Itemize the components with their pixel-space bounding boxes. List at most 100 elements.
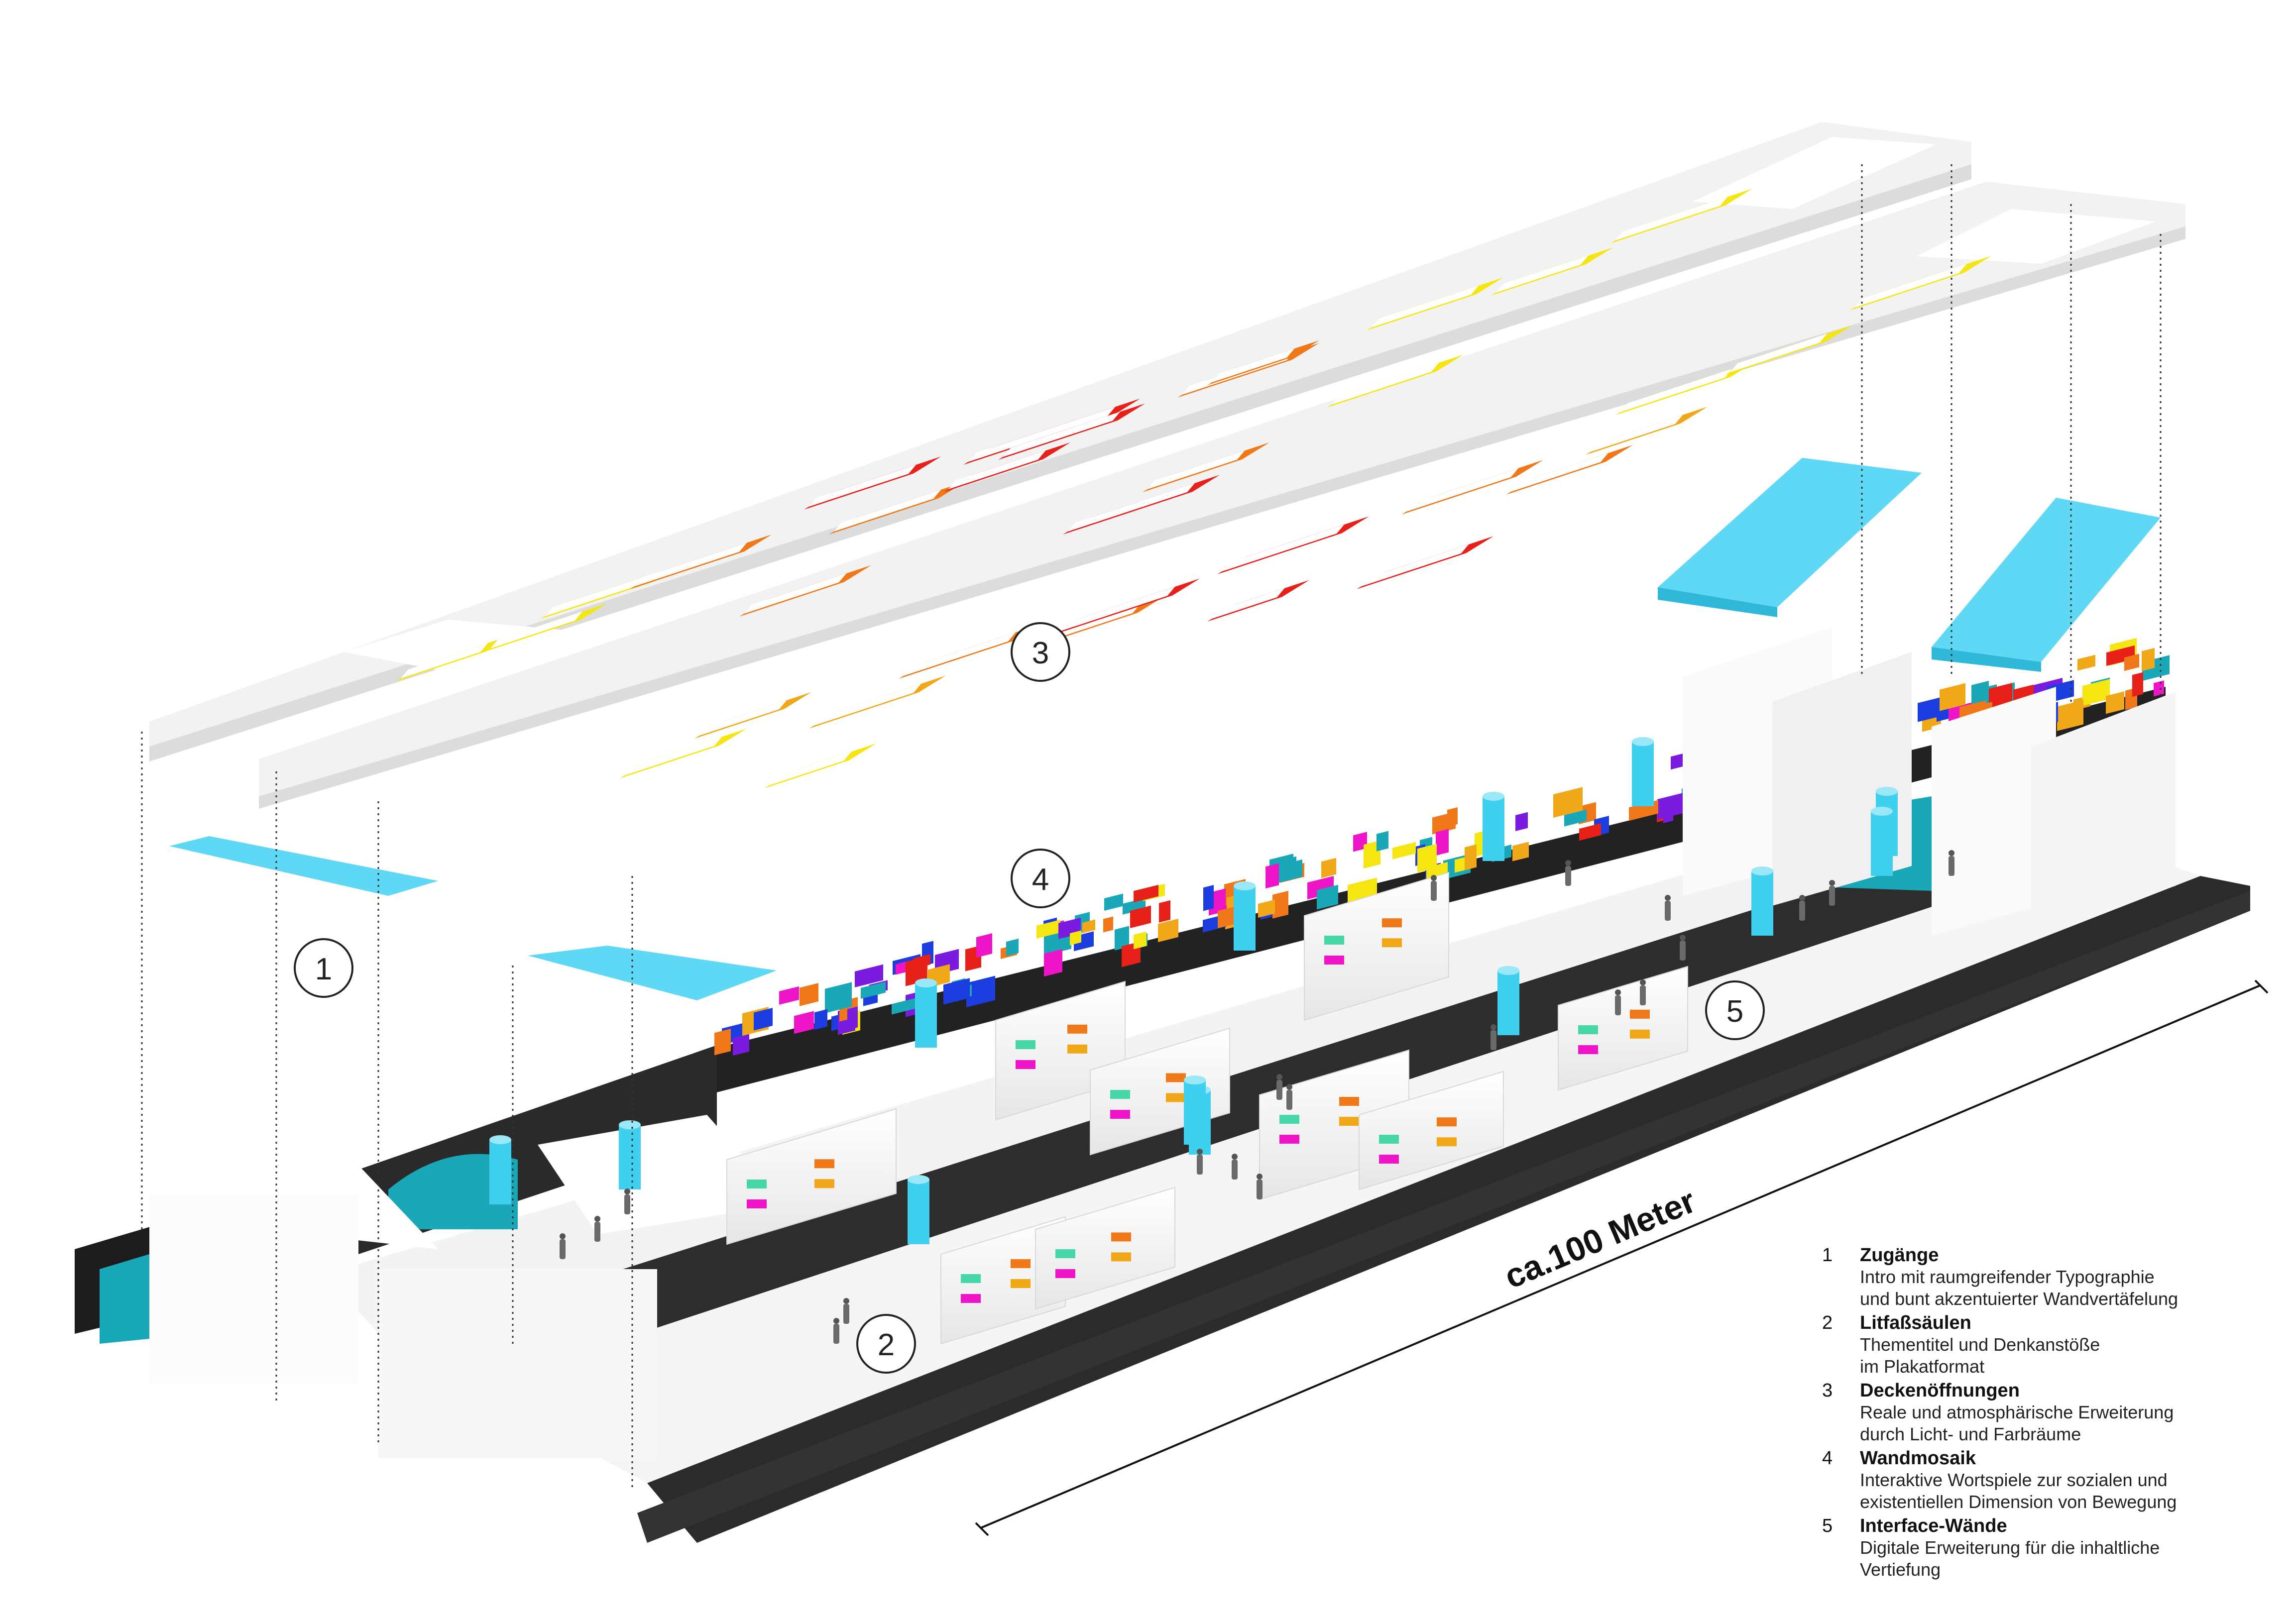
ceiling-opening-void	[1222, 525, 1344, 571]
people	[560, 850, 1954, 1344]
mosaic-tile	[914, 954, 930, 969]
interface-wall-panel	[1110, 1110, 1130, 1119]
person	[1949, 856, 1954, 876]
interface-wall-panel	[1011, 1279, 1031, 1288]
person	[1197, 1155, 1203, 1175]
mosaic-tile	[2132, 672, 2143, 697]
litfass-column-top	[1234, 881, 1256, 890]
interface-wall-panel	[1016, 1060, 1035, 1069]
ceiling-opening-void	[1212, 588, 1284, 619]
interface-wall-panel	[1324, 956, 1344, 965]
litfass-column-top	[1876, 787, 1898, 796]
person-head	[594, 1216, 600, 1222]
legend-item: 4 Wandmosaik Interaktive Wortspiele zur …	[1822, 1447, 2270, 1513]
ceiling-openings	[396, 189, 1991, 788]
person	[1640, 985, 1646, 1005]
ceiling-slab-lower	[259, 182, 2185, 946]
mosaic-tile	[1070, 930, 1081, 946]
interface-wall-panel	[1382, 918, 1402, 928]
person-head	[1232, 1154, 1238, 1160]
ceiling-opening-void	[1053, 587, 1175, 634]
mosaic-tile	[1036, 919, 1060, 939]
mosaic-tile	[814, 1009, 827, 1030]
person	[1286, 1090, 1292, 1110]
mosaic-tile	[1417, 844, 1437, 873]
interface-wall-panel	[1630, 1029, 1650, 1039]
litfass-column	[908, 1180, 929, 1244]
ceiling-opening-void	[1372, 286, 1479, 327]
interface-wall-panel	[747, 1180, 767, 1188]
litfass-column	[619, 1125, 641, 1189]
legend-number: 2	[1822, 1312, 1833, 1333]
ceiling-opening-void	[1591, 415, 1683, 452]
person	[1799, 901, 1805, 921]
litfass-column	[1184, 1080, 1206, 1145]
interface-walls	[726, 871, 1688, 1345]
mosaic-tile	[1918, 697, 1941, 722]
interface-wall-panel	[1324, 936, 1344, 945]
ceiling-opening-void	[1362, 544, 1469, 586]
mosaic-tile	[892, 997, 918, 1015]
interface-wall-panel	[961, 1294, 981, 1303]
litfass-column-top	[1184, 1076, 1206, 1084]
mosaic-tile	[1134, 884, 1158, 903]
ceiling-opening-void	[545, 572, 657, 616]
mosaic-tile	[861, 981, 886, 999]
mosaic-tile	[1134, 931, 1147, 950]
callout-1-label: 1	[315, 952, 332, 986]
person-head	[1197, 1149, 1203, 1155]
ceiling-opening-void	[814, 684, 921, 726]
legend-title: Zugänge	[1860, 1245, 1939, 1266]
litfass-column-top	[1871, 807, 1893, 816]
person	[1665, 901, 1671, 921]
mosaic-tile	[1158, 918, 1178, 943]
interface-wall-panel	[1630, 1009, 1650, 1019]
mosaic-tile	[1317, 884, 1338, 910]
mosaic-tile	[1671, 754, 1683, 770]
mosaic-tile	[1258, 899, 1275, 918]
ceiling-opening-void	[625, 737, 722, 775]
mosaic-tile	[1465, 844, 1477, 870]
interface-wall-panel	[814, 1179, 834, 1188]
legend-number: 5	[1822, 1515, 1833, 1536]
person	[1257, 1180, 1263, 1199]
mosaic-tile	[1044, 949, 1062, 977]
ceiling-opening-void	[968, 407, 1115, 462]
ceiling-opening-void	[1854, 264, 1966, 308]
interface-wall-panel	[1016, 1040, 1035, 1049]
mosaic-tile	[1103, 916, 1113, 933]
interface-wall-panel	[1437, 1137, 1457, 1147]
interface-wall-panel	[1279, 1115, 1299, 1124]
legend-description: Interaktive Wortspiele zur sozialen und …	[1860, 1470, 2177, 1512]
interface-wall	[1035, 1186, 1175, 1310]
person	[1615, 995, 1621, 1015]
mosaic-tile	[2106, 691, 2124, 714]
mosaic-tile	[1579, 823, 1601, 841]
ceiling-opening-void	[744, 573, 846, 614]
mosaic-tile	[1940, 683, 1965, 711]
person-head	[1491, 1024, 1496, 1030]
person-head	[833, 1318, 839, 1324]
mosaic-tile	[1663, 802, 1673, 823]
train-left	[388, 1154, 518, 1229]
legend-title: Wandmosaik	[1860, 1448, 1976, 1469]
mosaic-tile	[1447, 807, 1458, 827]
mosaic-tile	[1515, 812, 1528, 832]
mosaic-tile	[1436, 829, 1449, 856]
ceiling-opening-void	[809, 465, 916, 507]
mosaic-tile	[2154, 680, 2164, 697]
ceiling-opening-void	[1730, 333, 1827, 372]
legend-item: 2 Litfaßsäulen Thementitel und Denkanstö…	[1822, 1312, 2270, 1378]
person	[1680, 941, 1686, 961]
mosaic-tile	[1272, 890, 1288, 919]
litfass-column-top	[1632, 737, 1654, 746]
litfass-column-top	[1751, 866, 1773, 875]
interface-wall-panel	[1578, 1045, 1598, 1054]
person	[843, 1304, 849, 1324]
mosaic-tile	[714, 1028, 731, 1056]
mosaic-tile	[2082, 679, 2110, 706]
mosaic-tile	[1512, 842, 1529, 862]
mosaic-tile	[1553, 787, 1583, 818]
interface-wall	[1304, 871, 1449, 1021]
litfass-column-top	[619, 1120, 641, 1129]
